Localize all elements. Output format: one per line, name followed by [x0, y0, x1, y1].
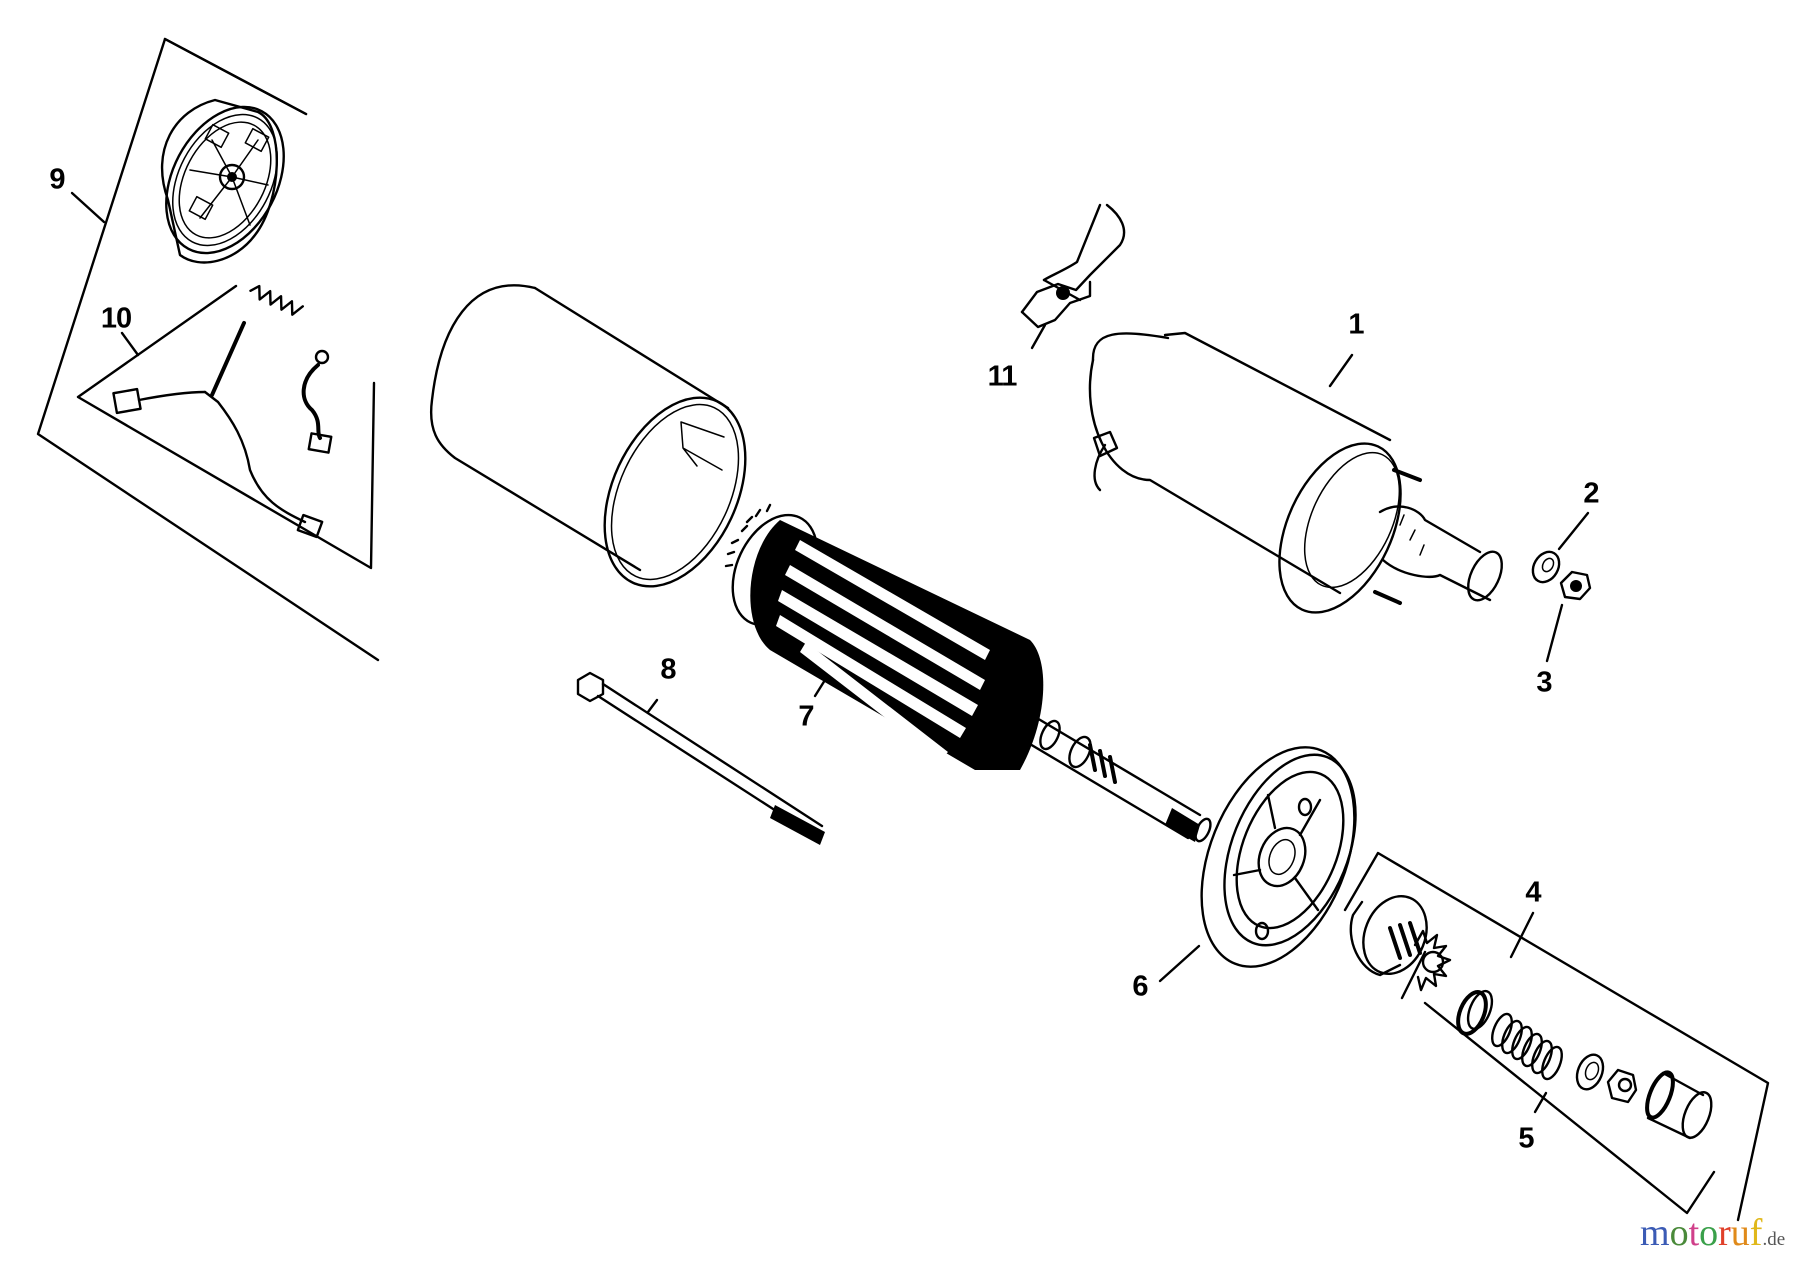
- part-2-lock-washer: [1531, 511, 1590, 584]
- watermark-letter: u: [1730, 1212, 1750, 1254]
- callout-6[interactable]: 6: [1132, 970, 1148, 1003]
- leader-1: [1328, 353, 1354, 388]
- callout-5[interactable]: 5: [1518, 1122, 1534, 1155]
- watermark-letter: o: [1699, 1212, 1719, 1254]
- leader-3: [1545, 603, 1564, 663]
- watermark-tld: .de: [1762, 1229, 1786, 1250]
- watermark-letter: r: [1718, 1212, 1731, 1254]
- part-7-armature: [724, 503, 1212, 843]
- leader-5: [1533, 1091, 1548, 1114]
- watermark-letter: m: [1640, 1212, 1670, 1254]
- end-cap-icon: [160, 98, 285, 264]
- field-housing: [429, 284, 747, 588]
- callout-10[interactable]: 10: [100, 302, 132, 335]
- leader-7: [813, 678, 827, 698]
- callout-9[interactable]: 9: [49, 163, 65, 196]
- leader-11: [1030, 323, 1047, 350]
- part-5-drive-service-kit: [1456, 989, 1713, 1140]
- part-4-drive-kit: [1343, 851, 1770, 1222]
- part-9-end-cap-group: [36, 37, 380, 662]
- part-3-hex-nut: [1545, 570, 1592, 663]
- callout-4[interactable]: 4: [1525, 876, 1541, 909]
- callout-1[interactable]: 1: [1348, 308, 1364, 341]
- brush-lead-icon: [112, 321, 333, 539]
- watermark-logo: motoruf.de: [1640, 1214, 1785, 1252]
- part-6-drive-end-cap: [1158, 746, 1357, 983]
- leader-2: [1557, 511, 1590, 551]
- leader-10: [120, 331, 140, 357]
- callout-7[interactable]: 7: [798, 700, 814, 733]
- leader-4: [1509, 911, 1535, 959]
- callout-8[interactable]: 8: [660, 653, 676, 686]
- leader-6: [1158, 944, 1201, 983]
- watermark-letter: o: [1669, 1212, 1689, 1254]
- leader-8: [646, 698, 659, 714]
- callout-11[interactable]: 11: [987, 360, 1018, 393]
- drive-spring-icon: [1491, 1012, 1563, 1081]
- brush-spring-icon: [249, 284, 304, 316]
- part-11-mounting-clip: [1020, 203, 1126, 350]
- leader-9: [70, 191, 106, 224]
- watermark-letter: t: [1688, 1212, 1700, 1254]
- part-1-starter-motor: [1088, 331, 1503, 614]
- callout-2[interactable]: 2: [1583, 477, 1599, 510]
- watermark-letter: f: [1749, 1212, 1763, 1254]
- part-8-thru-bolt: [576, 671, 825, 845]
- callout-3[interactable]: 3: [1536, 666, 1552, 699]
